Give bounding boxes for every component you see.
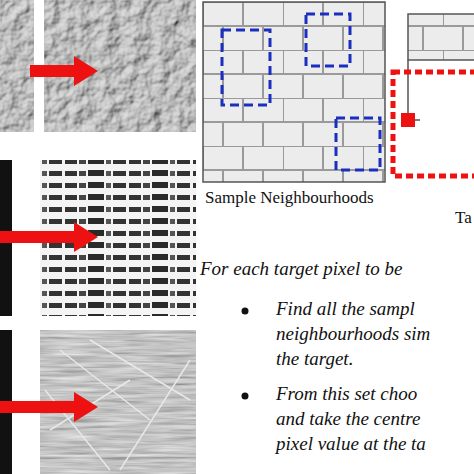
arrow: [0, 222, 98, 252]
panel-caption: Ta: [455, 209, 472, 228]
target-image: [408, 14, 474, 60]
panel-caption: Sample Neighbourhoods: [205, 189, 374, 208]
neighbourhood-windows: [222, 14, 380, 170]
target-pixel: [401, 113, 415, 127]
arrow: [30, 56, 98, 86]
bullet: [242, 308, 249, 315]
instruction-text: For each target pixel to be: [200, 259, 402, 280]
bullet: [242, 393, 249, 400]
target-window: [393, 72, 474, 176]
instruction-text: Find all the sampl: [276, 299, 415, 320]
target-edge: [408, 60, 420, 120]
texture-sample: [0, 0, 34, 132]
instruction-text: and take the centre: [276, 409, 420, 430]
instruction-text: the target.: [276, 349, 353, 370]
arrow: [0, 392, 98, 422]
instruction-text: pixel value at the ta: [276, 434, 426, 455]
brick-sample: [203, 2, 385, 182]
instruction-text: From this set choo: [276, 384, 417, 405]
instruction-text: neighbourhoods sim: [276, 324, 430, 345]
